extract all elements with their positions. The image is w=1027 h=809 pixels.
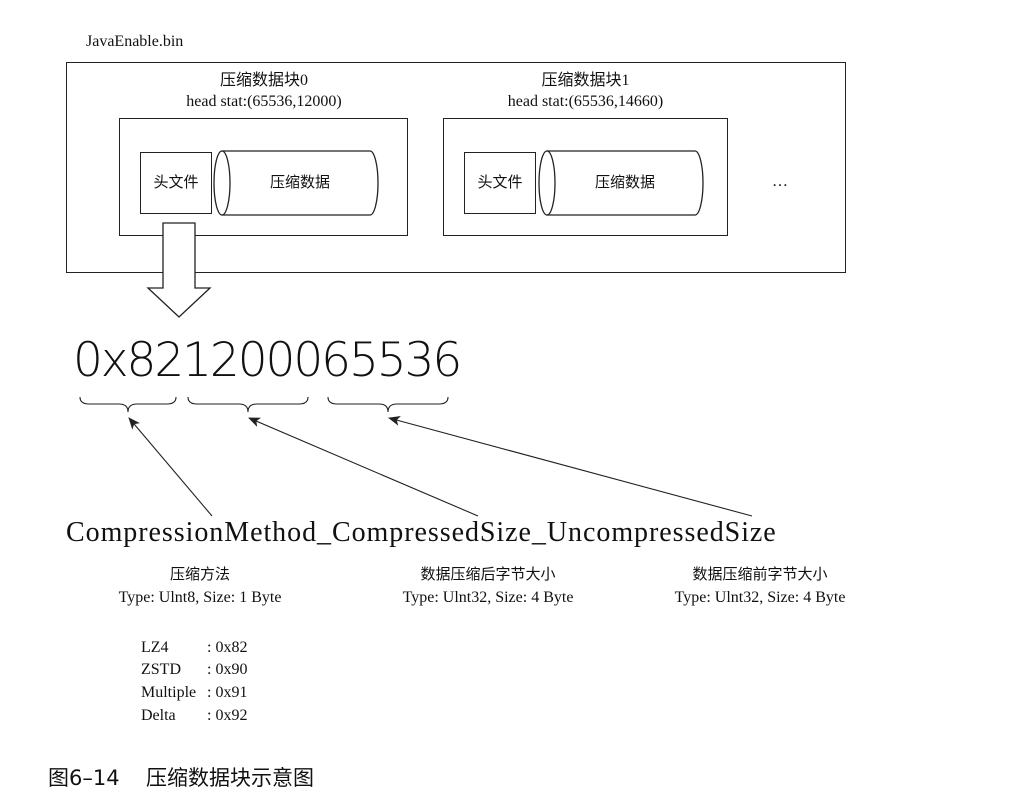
method-0-name: LZ4 [141,639,169,656]
format-string: CompressionMethod_CompressedSize_Uncompr… [66,517,777,548]
figure-number: 图6–14 [48,766,120,790]
block-1-header-box [464,152,536,214]
method-3-name: Delta [141,707,176,724]
method-2-code: : 0x91 [207,684,248,701]
hex-value: 0x821200065536 [73,333,462,388]
brace-compressed-size [187,396,309,413]
method-3-code: : 0x92 [207,707,248,724]
field-2-name: 数据压缩前字节大小 [692,565,828,583]
block-1-head-stat: head stat:(65536,14660) [507,93,664,110]
method-1-code: : 0x90 [207,661,248,678]
block-1-data-label: 压缩数据 [594,173,655,191]
block-0-head-stat: head stat:(65536,12000) [186,93,342,110]
down-arrow-icon [146,222,212,318]
field-1-name: 数据压缩后字节大小 [420,565,556,583]
brace-compression-method [79,396,177,413]
method-1-name: ZSTD [141,661,181,678]
block-0-header-label: 头文件 [153,173,199,191]
arrow-compressed-size [248,417,479,517]
brace-uncompressed-size [327,396,449,413]
file-name-label: JavaEnable.bin [86,33,184,50]
figure-caption: 压缩数据块示意图 [146,766,314,790]
block-0-title: 压缩数据块0 [219,72,308,89]
block-1-header-label: 头文件 [477,173,523,191]
field-2-type: Type: Ulnt32, Size: 4 Byte [674,589,846,606]
block-0-data-label: 压缩数据 [269,173,330,191]
arrow-uncompressed-size [388,416,753,517]
block-1-title: 压缩数据块1 [541,72,630,89]
more-blocks-ellipsis: … [772,173,788,190]
field-1-type: Type: Ulnt32, Size: 4 Byte [402,589,574,606]
block-0-data-cylinder [213,150,379,216]
block-0-header-box [140,152,212,214]
block-1-data-cylinder [538,150,704,216]
field-0-type: Type: Ulnt8, Size: 1 Byte [118,589,282,606]
arrow-compression-method [128,417,213,517]
method-2-name: Multiple [141,684,197,701]
field-0-name: 压缩方法 [169,565,230,583]
method-0-code: : 0x82 [207,639,248,656]
